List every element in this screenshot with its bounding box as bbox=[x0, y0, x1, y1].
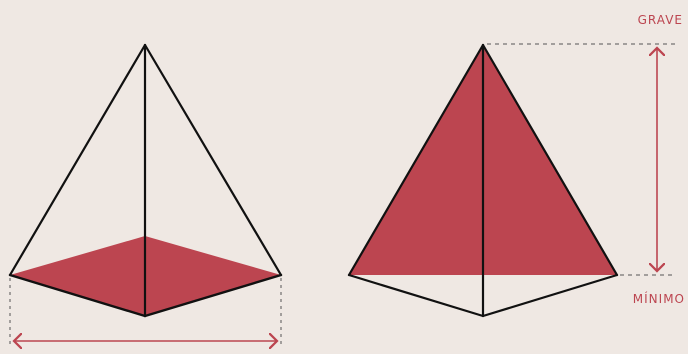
left-pyramid-edge-left bbox=[8, 43, 147, 277]
left-pyramid bbox=[8, 43, 283, 318]
left-pyramid-base-edge-front-left bbox=[8, 273, 147, 318]
label-grave: GRAVE bbox=[637, 13, 683, 27]
height-dimension bbox=[487, 43, 676, 276]
right-pyramid-base-edge-front-right bbox=[481, 273, 619, 318]
right-pyramid-base-edge-front-left bbox=[347, 273, 485, 318]
left-pyramid-base-edge-front-right bbox=[143, 273, 283, 318]
left-pyramid-edge-right bbox=[143, 43, 283, 277]
label-minimo: MÍNIMO bbox=[632, 292, 685, 306]
right-pyramid-edge-right bbox=[481, 43, 619, 277]
right-pyramid bbox=[347, 43, 619, 318]
right-pyramid-edge-left bbox=[347, 43, 485, 277]
width-dimension bbox=[9, 278, 282, 345]
